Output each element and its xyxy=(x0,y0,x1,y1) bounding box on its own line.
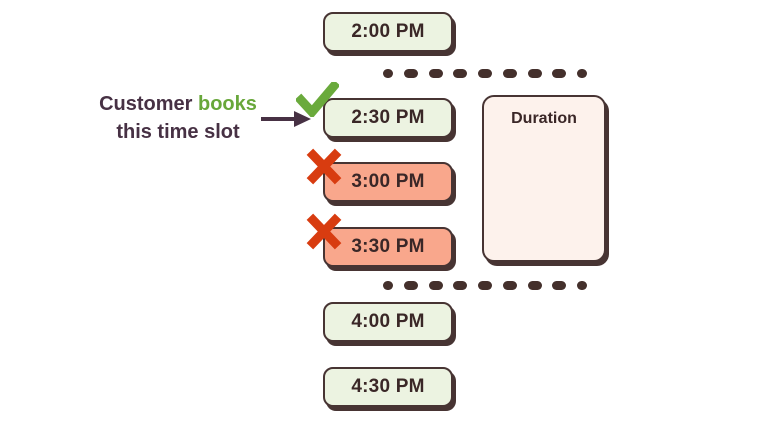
arrow-right-icon xyxy=(261,111,311,127)
dot xyxy=(502,69,517,78)
dot xyxy=(552,281,567,290)
duration-box: Duration xyxy=(482,95,606,262)
dot xyxy=(383,281,393,290)
time-slot-label: 4:00 PM xyxy=(351,311,425,332)
dot xyxy=(577,281,587,290)
dot xyxy=(403,281,418,290)
dot xyxy=(428,281,443,290)
x-icon xyxy=(306,148,342,185)
dot xyxy=(453,69,468,78)
dot xyxy=(502,281,517,290)
dot xyxy=(403,69,418,78)
dot xyxy=(428,69,443,78)
annotation-highlight: books xyxy=(198,93,257,115)
time-slot-4:00pm[interactable]: 4:00 PM xyxy=(323,302,453,342)
check-icon xyxy=(296,82,339,117)
dot xyxy=(552,69,567,78)
time-slot-label: 4:30 PM xyxy=(351,376,425,397)
time-slot-4:30pm[interactable]: 4:30 PM xyxy=(323,367,453,407)
annotation-line-2: this time slot xyxy=(116,121,240,143)
time-slot-2:30pm[interactable]: 2:30 PM xyxy=(323,98,453,138)
dot xyxy=(527,69,542,78)
dot xyxy=(577,69,587,78)
x-icon xyxy=(306,213,342,250)
dotted-separator-top xyxy=(383,69,587,78)
duration-label: Duration xyxy=(511,110,577,127)
time-slot-label: 2:30 PM xyxy=(351,107,425,128)
time-slot-label: 3:00 PM xyxy=(351,171,425,192)
annotation-text: Customer books this time slot xyxy=(76,90,280,146)
time-slot-label: 3:30 PM xyxy=(351,236,425,257)
time-slot-label: 2:00 PM xyxy=(351,21,425,42)
dot xyxy=(453,281,468,290)
time-slot-2:00pm[interactable]: 2:00 PM xyxy=(323,12,453,52)
dot xyxy=(478,69,492,78)
dot xyxy=(383,69,393,78)
dot xyxy=(478,281,492,290)
dot xyxy=(527,281,542,290)
time-slot-3:00pm[interactable]: 3:00 PM xyxy=(323,162,453,202)
dotted-separator-bottom xyxy=(383,281,587,290)
time-slot-3:30pm[interactable]: 3:30 PM xyxy=(323,227,453,267)
annotation-line-1: Customer books xyxy=(99,93,257,115)
